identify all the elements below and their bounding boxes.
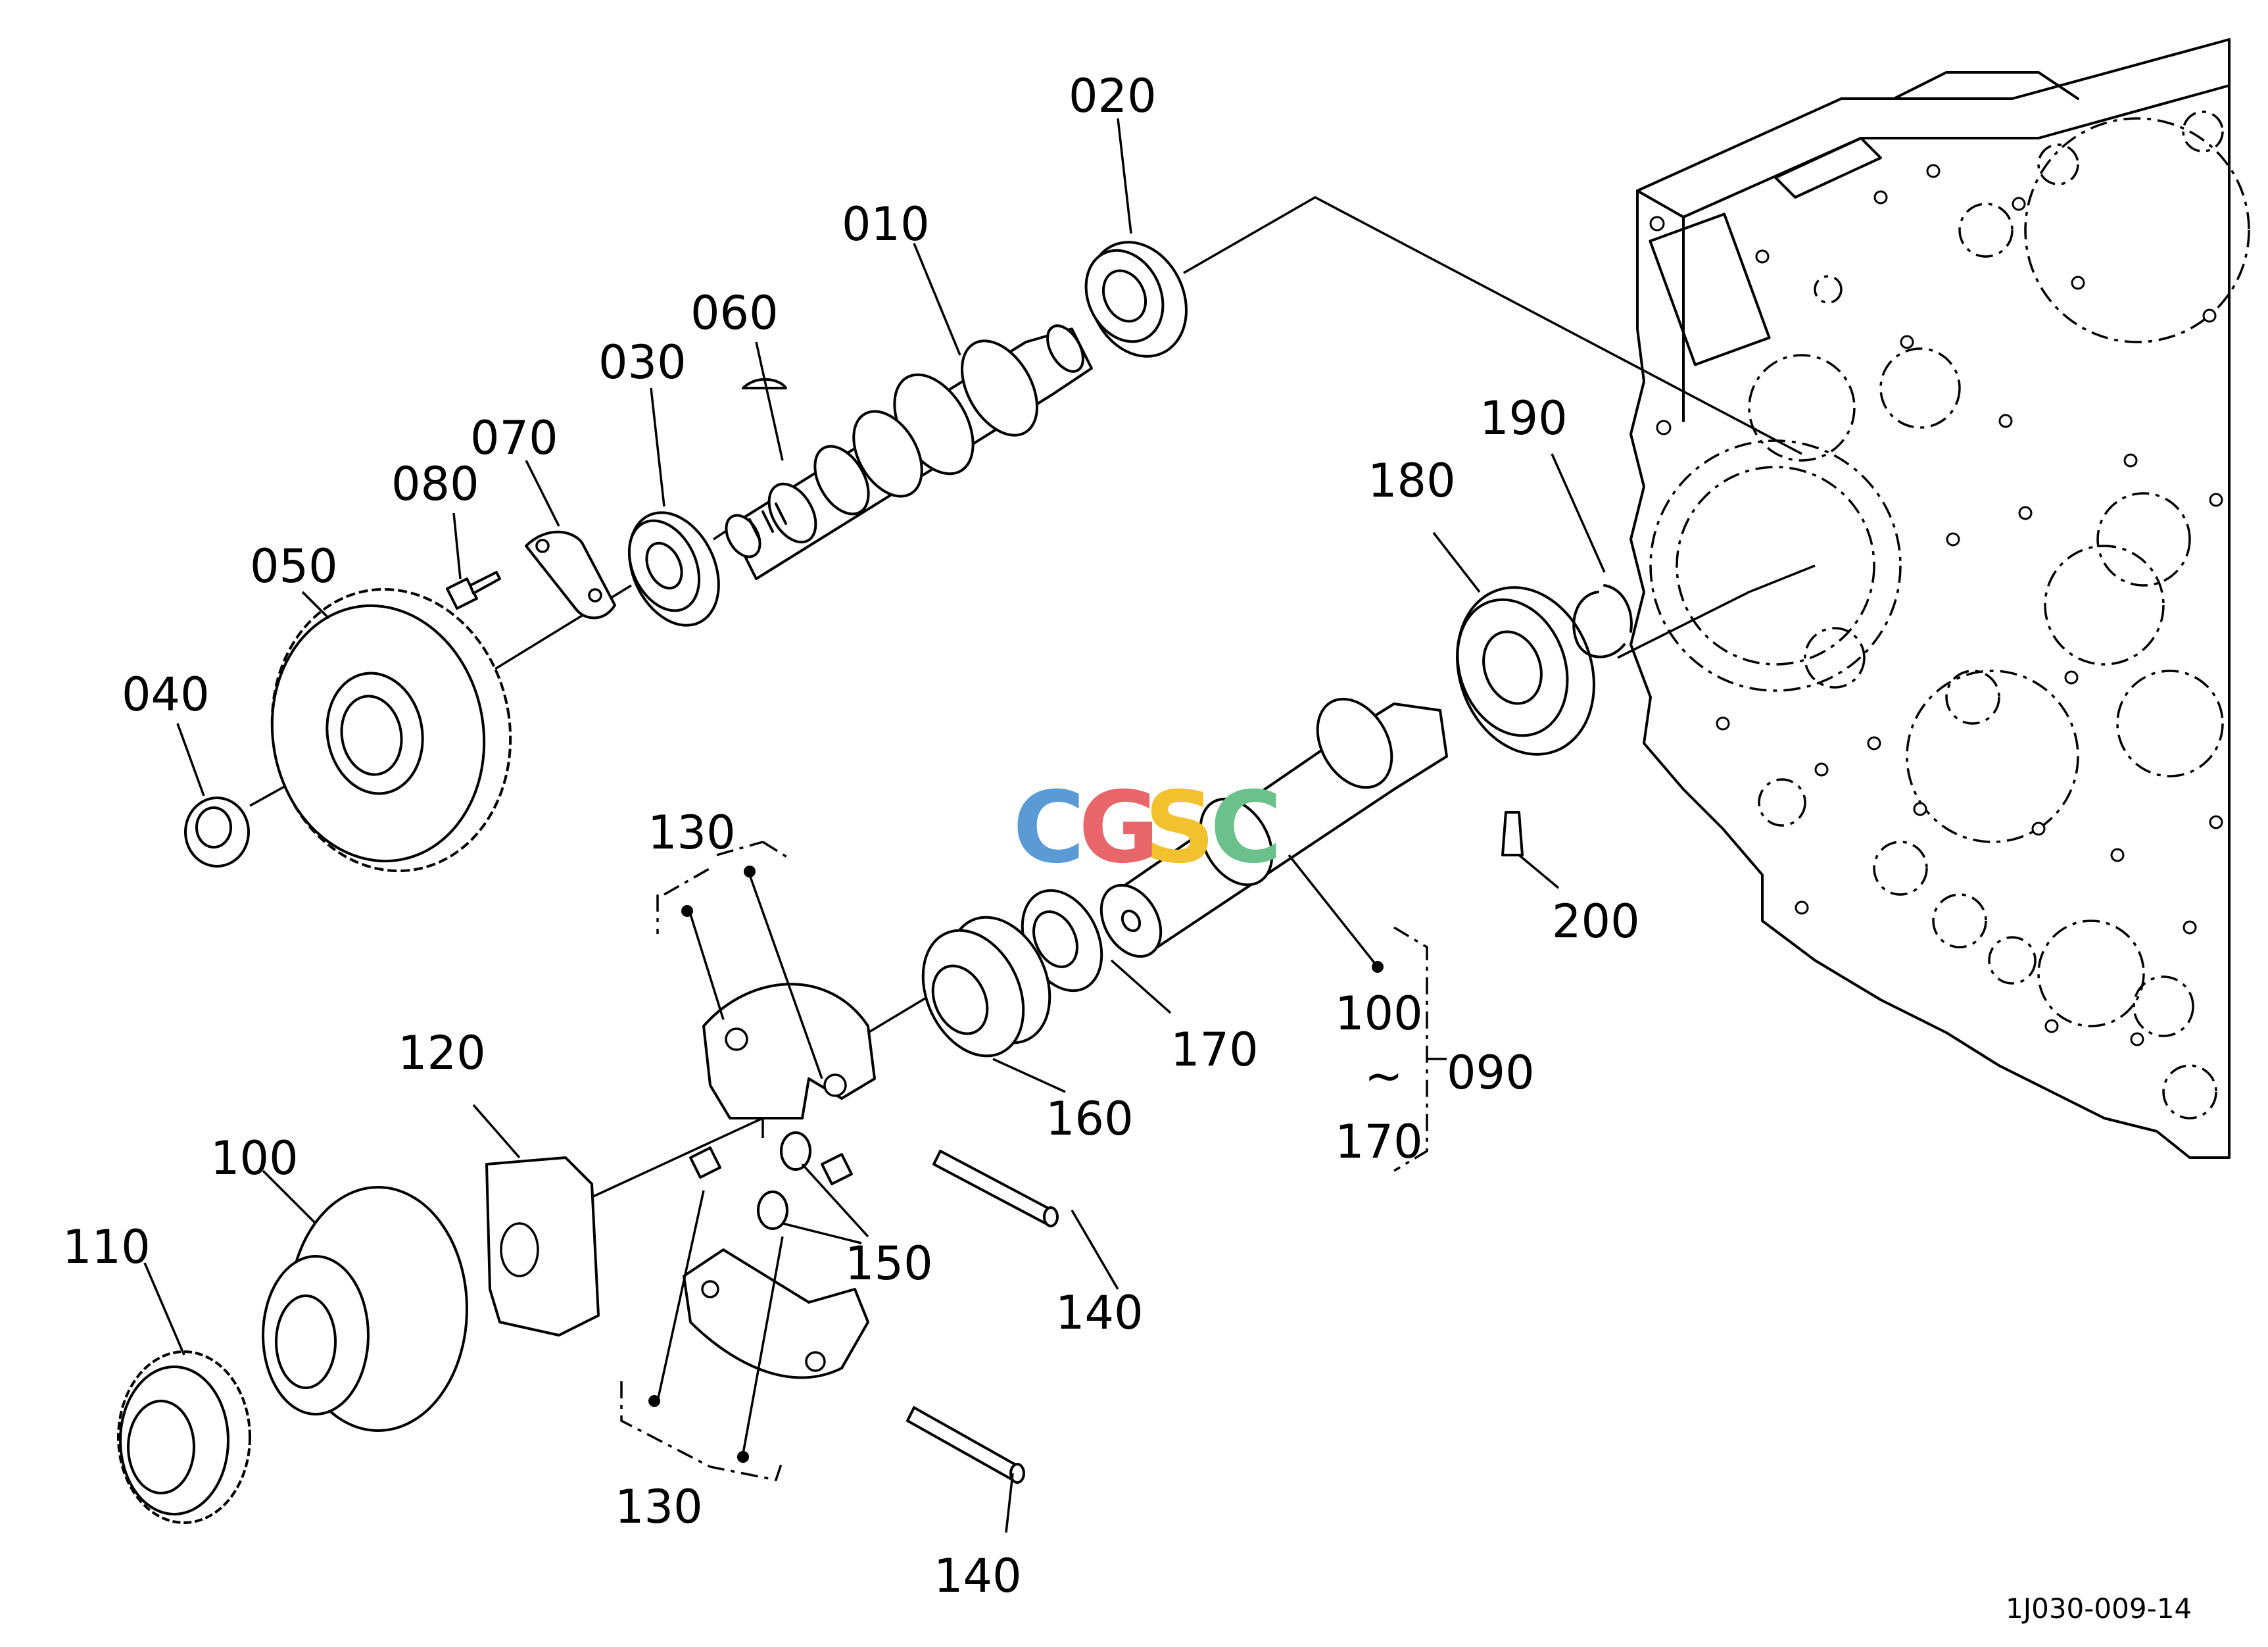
- group-bracket-090: [1393, 926, 1447, 1172]
- pin-140-lower: [906, 1406, 1025, 1484]
- camshaft-gear-050: [270, 587, 512, 873]
- bushings-150: [689, 1131, 853, 1230]
- nut-040: [184, 797, 250, 868]
- circlip-190: [1572, 584, 1633, 658]
- retainer-070: [525, 530, 616, 620]
- governor-shaft: [1099, 697, 1448, 958]
- label-200: 200: [1552, 895, 1640, 948]
- bracket-120: [485, 1156, 600, 1337]
- gear-case-housing: [1629, 38, 2250, 1159]
- callout-dots: [648, 866, 1384, 1463]
- label-130-lower: 130: [615, 1480, 703, 1534]
- label-120: 120: [398, 1026, 486, 1080]
- bearing-030: [627, 511, 720, 627]
- group-bracket-130-upper: [656, 841, 790, 934]
- label-140-upper: 140: [1055, 1286, 1144, 1340]
- part-labels: 020 010 060 030 070 080 050 040 190 180 …: [62, 69, 2192, 1625]
- label-110: 110: [62, 1220, 151, 1274]
- label-020: 020: [1069, 69, 1157, 123]
- bearing-180: [1456, 586, 1595, 756]
- watermark-letter-1: C: [1013, 771, 1085, 885]
- governor-weight-lower-130: [683, 1248, 869, 1379]
- label-100-range-start: 100: [1335, 987, 1423, 1041]
- label-030: 030: [598, 335, 687, 389]
- label-060: 060: [690, 286, 779, 340]
- group-bracket-130-lower: [620, 1381, 784, 1482]
- watermark-letter-4: C: [1210, 771, 1282, 885]
- label-140-lower: 140: [934, 1549, 1022, 1603]
- watermark-letter-2: G: [1078, 771, 1159, 885]
- label-170-right: 170: [1170, 1023, 1259, 1077]
- label-050: 050: [250, 539, 338, 593]
- label-070: 070: [470, 411, 558, 465]
- bolt-080: [446, 571, 501, 610]
- pin-140-upper: [932, 1150, 1059, 1227]
- watermark-logo: C G S C: [1013, 771, 1282, 885]
- camshaft-010: [725, 324, 1093, 580]
- label-090: 090: [1447, 1046, 1535, 1100]
- label-040: 040: [122, 668, 210, 722]
- figure-code: 1J030-009-14: [2006, 1592, 2192, 1625]
- label-180: 180: [1368, 454, 1456, 508]
- sleeve-160: [921, 916, 1051, 1058]
- set-screw-200: [1501, 811, 1524, 856]
- governor-gear-holder-100: [262, 1186, 468, 1432]
- governor-weight-upper-130: [702, 983, 876, 1119]
- label-170-range-end: 170: [1335, 1115, 1423, 1169]
- label-130-upper: 130: [648, 806, 736, 860]
- label-160: 160: [1046, 1092, 1134, 1146]
- bearing-020: [1084, 241, 1188, 358]
- governor-gear-110: [117, 1350, 251, 1524]
- label-100: 100: [210, 1131, 299, 1185]
- watermark-letter-3: S: [1144, 771, 1215, 885]
- callout-leaders: [143, 118, 1606, 1533]
- label-range-tilde: ~: [1364, 1049, 1403, 1103]
- label-080: 080: [391, 457, 479, 511]
- label-010: 010: [842, 197, 930, 251]
- label-150: 150: [845, 1237, 933, 1291]
- label-190: 190: [1480, 391, 1568, 445]
